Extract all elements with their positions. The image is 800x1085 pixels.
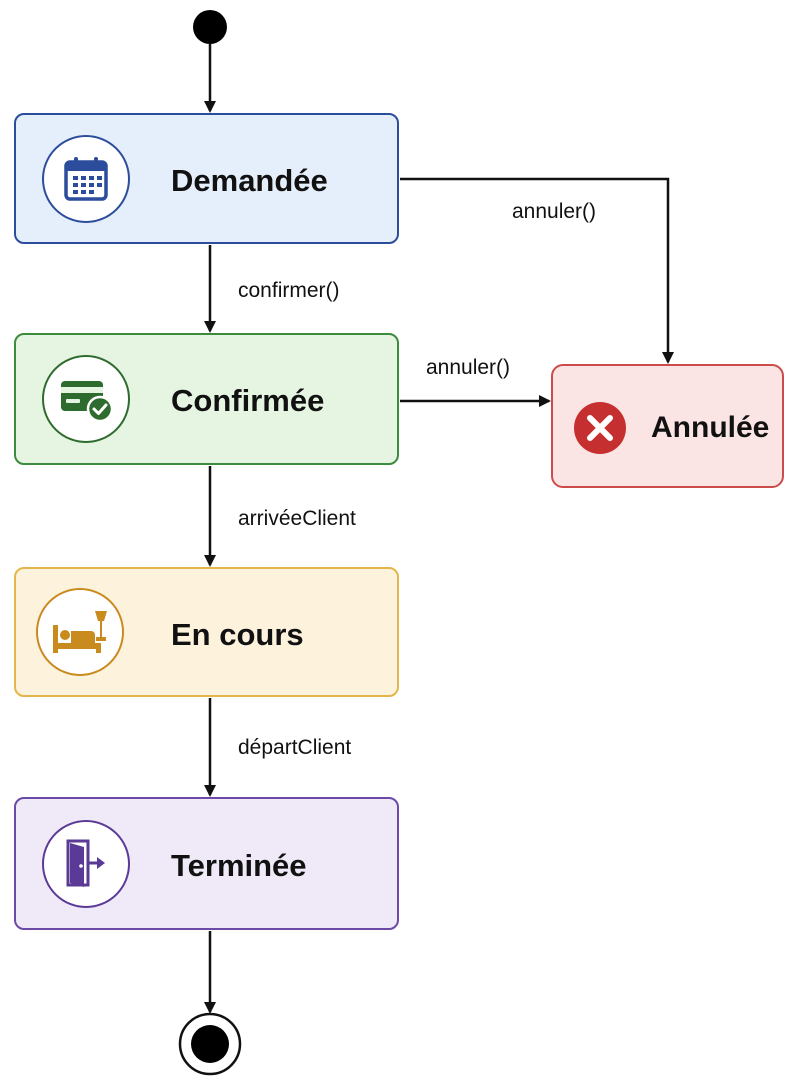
state-annulee: Annulée: [551, 364, 784, 488]
initial-state-dot: [193, 10, 227, 44]
state-label-annulee: Annulée: [651, 411, 770, 444]
state-confirmee: Confirmée: [14, 333, 399, 465]
cancel-x-icon: [574, 402, 626, 454]
calendar-icon: [42, 134, 130, 223]
state-terminee: Terminée: [14, 797, 399, 930]
transition-label-confirmer: confirmer(): [238, 279, 340, 302]
state-label-en-cours: En cours: [171, 617, 304, 652]
arrow-annuler-from-demandee: [400, 177, 674, 364]
transition-label-annuler-from-demandee: annuler(): [512, 200, 597, 223]
state-label-demandee: Demandée: [171, 163, 328, 198]
door-exit-icon: [42, 819, 130, 908]
credit-card-check-icon: [42, 355, 130, 443]
transition-label-annuler-from-confirmee: annuler(): [426, 356, 511, 379]
state-demandee: Demandée: [14, 113, 399, 244]
transition-label-depart-client: départClient: [238, 736, 352, 759]
state-en-cours: En cours: [14, 567, 399, 697]
transition-label-arrivee-client: arrivéeClient: [238, 507, 356, 530]
bed-lamp-icon: [36, 588, 124, 676]
state-label-confirmee: Confirmée: [171, 383, 325, 418]
final-state-bullseye: [178, 1012, 242, 1076]
state-label-terminee: Terminée: [171, 848, 307, 883]
